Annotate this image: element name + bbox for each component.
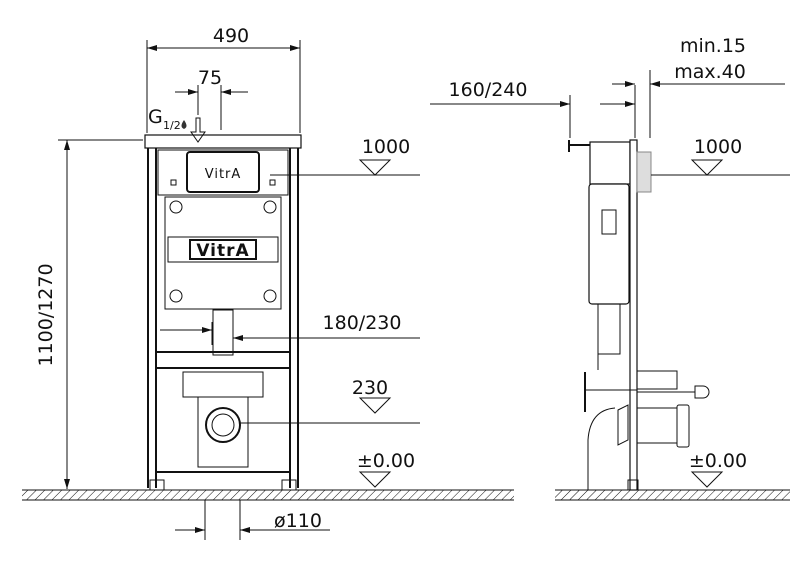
svg-text:min.15: min.15	[680, 35, 746, 57]
dim-75: 75	[175, 67, 248, 130]
svg-text:230: 230	[352, 377, 388, 399]
front-view-frame: VitrA VitrA	[144, 117, 302, 491]
svg-text:75: 75	[198, 67, 222, 89]
svg-text:1000: 1000	[362, 136, 410, 158]
dim-height: 1100/1270	[35, 139, 143, 489]
brand-small: VitrA	[205, 167, 242, 182]
level-floor-side: ±0.00	[689, 450, 747, 488]
svg-text:G: G	[148, 106, 163, 128]
brand-large: VitrA	[196, 241, 249, 261]
dim-180-230: 180/230	[160, 312, 420, 345]
level-1000-side: 1000	[651, 136, 790, 176]
svg-text:±0.00: ±0.00	[689, 450, 747, 472]
dim-490: 490	[146, 25, 301, 133]
svg-text:ø110: ø110	[274, 510, 322, 532]
dim-wall-thickness: min.15 max.40	[612, 35, 785, 138]
water-drop-icon	[181, 120, 187, 129]
floor-front	[22, 489, 514, 501]
dim-160-240: 160/240	[430, 79, 636, 138]
svg-text:1000: 1000	[694, 136, 742, 158]
flush-plate-opening	[186, 151, 260, 193]
svg-text:1100/1270: 1100/1270	[35, 263, 57, 366]
level-1000-front: 1000	[270, 136, 420, 176]
svg-text:1/2: 1/2	[163, 119, 181, 132]
valve-detail	[601, 209, 617, 235]
svg-text:180/230: 180/230	[323, 312, 402, 334]
brand-large-box	[189, 239, 257, 260]
level-floor-front: ±0.00	[357, 450, 415, 488]
side-view-frame	[568, 139, 710, 491]
floor-side	[555, 489, 790, 501]
svg-text:490: 490	[213, 25, 249, 47]
level-230: 230	[240, 377, 420, 424]
dim-diameter-110: ø110	[175, 500, 330, 540]
svg-text:160/240: 160/240	[449, 79, 528, 101]
svg-text:max.40: max.40	[674, 61, 746, 83]
water-inlet-label: G 1/2	[148, 106, 187, 132]
svg-text:±0.00: ±0.00	[357, 450, 415, 472]
